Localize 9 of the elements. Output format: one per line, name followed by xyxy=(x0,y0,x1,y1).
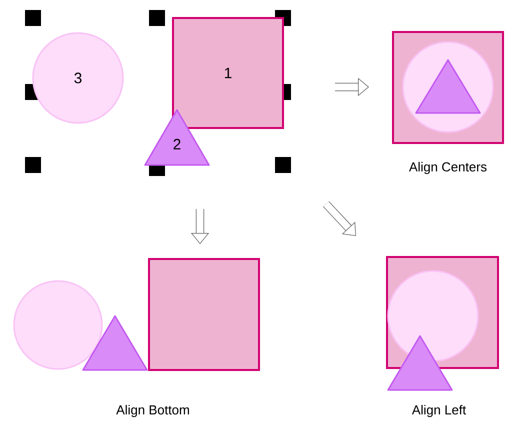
caption: Align Left xyxy=(412,404,466,418)
triangle-shape xyxy=(82,315,148,371)
circle-shape xyxy=(13,280,103,370)
caption: Align Bottom xyxy=(116,404,189,418)
triangle-shape xyxy=(415,59,481,114)
triangle-shape xyxy=(387,335,453,391)
square-shape xyxy=(148,258,260,371)
circle-shape xyxy=(387,270,479,362)
caption: Align Centers xyxy=(409,162,487,174)
